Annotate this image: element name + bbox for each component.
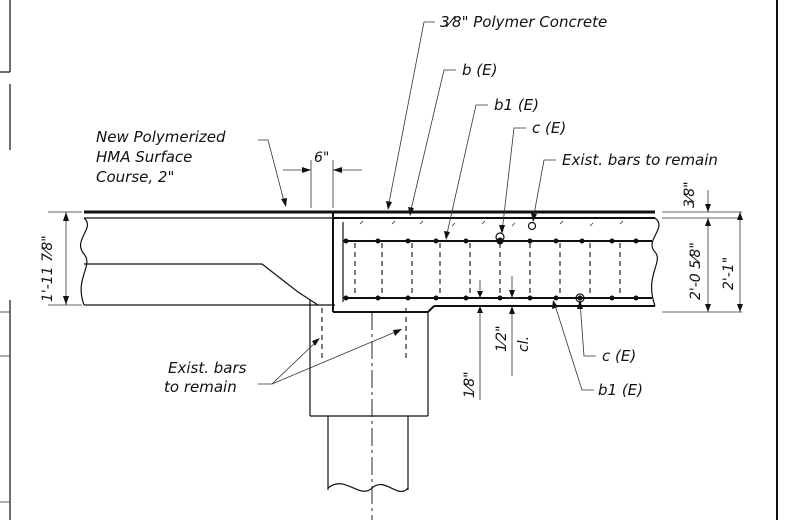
dimension-right: 3⁄8" 2'-0 5⁄8" 2'-1" — [662, 181, 743, 313]
b1-e-bottom-label: b1 (E) — [598, 381, 643, 399]
c-e-top-label: c (E) — [532, 119, 566, 137]
b1-e-top-label: b1 (E) — [494, 96, 539, 114]
exist-bars-left-line2: to remain — [164, 378, 237, 396]
new-deck-section — [332, 210, 660, 313]
new-hma-label-line3: Course, 2" — [96, 168, 174, 186]
overlay-ticks — [359, 220, 624, 227]
six-inch-label: 6" — [314, 150, 329, 166]
leader-lines — [258, 21, 596, 391]
existing-slab-left — [80, 210, 335, 306]
drawing-frame — [0, 0, 778, 520]
b-e-label: b (E) — [462, 61, 497, 79]
stirrups — [354, 243, 621, 296]
right-depth-total-label: 2'-1" — [721, 257, 737, 290]
new-hma-label-line2: HMA Surface — [96, 148, 192, 166]
right-depth-inner-label: 2'-0 5⁄8" — [688, 242, 704, 300]
left-depth-label: 1'-11 7⁄8" — [40, 235, 56, 302]
rebar-dots-top — [343, 221, 639, 245]
girder-below — [309, 300, 429, 520]
overlay-thickness-label: 3⁄8" — [682, 181, 698, 208]
polymer-concrete-label: 3⁄8" Polymer Concrete — [440, 13, 607, 31]
exist-bars-top-label: Exist. bars to remain — [562, 151, 718, 169]
callout-labels: 3⁄8" Polymer Concrete b (E) b1 (E) c (E)… — [96, 13, 718, 399]
dimension-left-depth: 1'-11 7⁄8" — [40, 211, 82, 306]
clearance-label: cl. — [516, 336, 532, 352]
exist-bars-left-line1: Exist. bars — [168, 359, 247, 377]
c-e-bottom-label: c (E) — [602, 347, 636, 365]
rebar-dots-bottom — [343, 293, 639, 303]
half-inch-label: 1⁄2" — [494, 325, 510, 352]
one-eighth-label: 1⁄8" — [462, 371, 478, 398]
dimension-bottom-small: 1⁄8" 1⁄2" cl. — [462, 276, 532, 400]
new-hma-label-line1: New Polymerized — [96, 128, 226, 146]
dimension-six-inch: 6" — [283, 150, 362, 208]
